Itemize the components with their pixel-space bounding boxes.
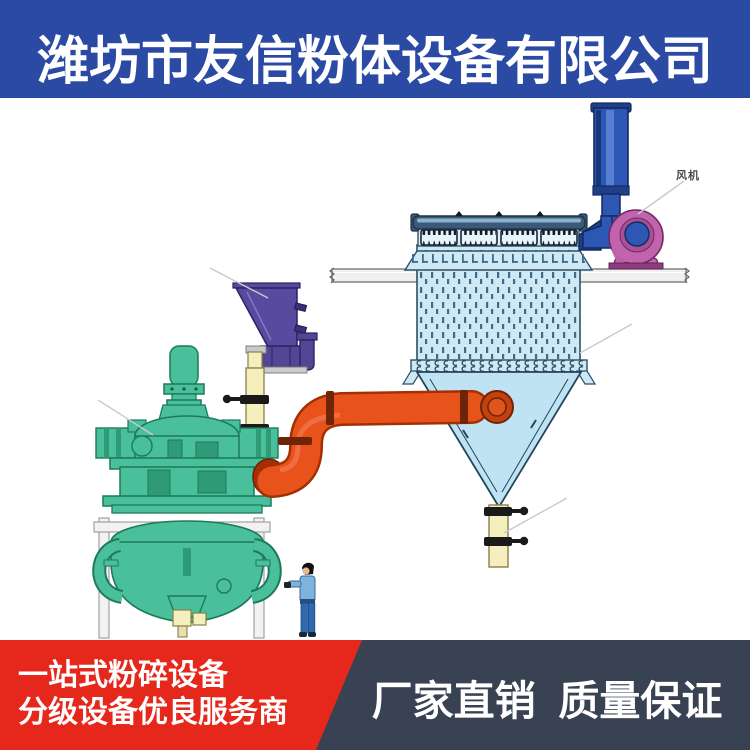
header-banner: 潍坊市友信粉体设备有限公司 [0,0,750,98]
support-beam [329,267,690,284]
worker-figure [284,562,316,637]
discharge-pipe [484,504,529,568]
silencer-stack [590,102,632,217]
fan-scroll [608,209,664,270]
fan-label: 风机 [676,170,700,182]
footer-guarantee: 厂家直销 质量保证 [371,678,723,724]
leader-lines [97,180,685,534]
footer-slogan: 一站式粉碎设备 分级设备优良服务商 [18,657,288,731]
footer-slogan-line1: 一站式粉碎设备 [18,659,228,692]
centrifugal-fan-assembly [578,102,664,270]
footer-slogan-line2: 分级设备优良服务商 [18,696,288,729]
company-name: 潍坊市友信粉体设备有限公司 [36,32,713,91]
footer-red-panel [0,640,362,750]
footer-banner: 一站式粉碎设备 分级设备优良服务商 厂家直销 质量保证 [0,640,750,750]
conveying-pipe [252,390,514,498]
bag-dust-collector [401,211,597,568]
grinding-mill [92,345,282,639]
